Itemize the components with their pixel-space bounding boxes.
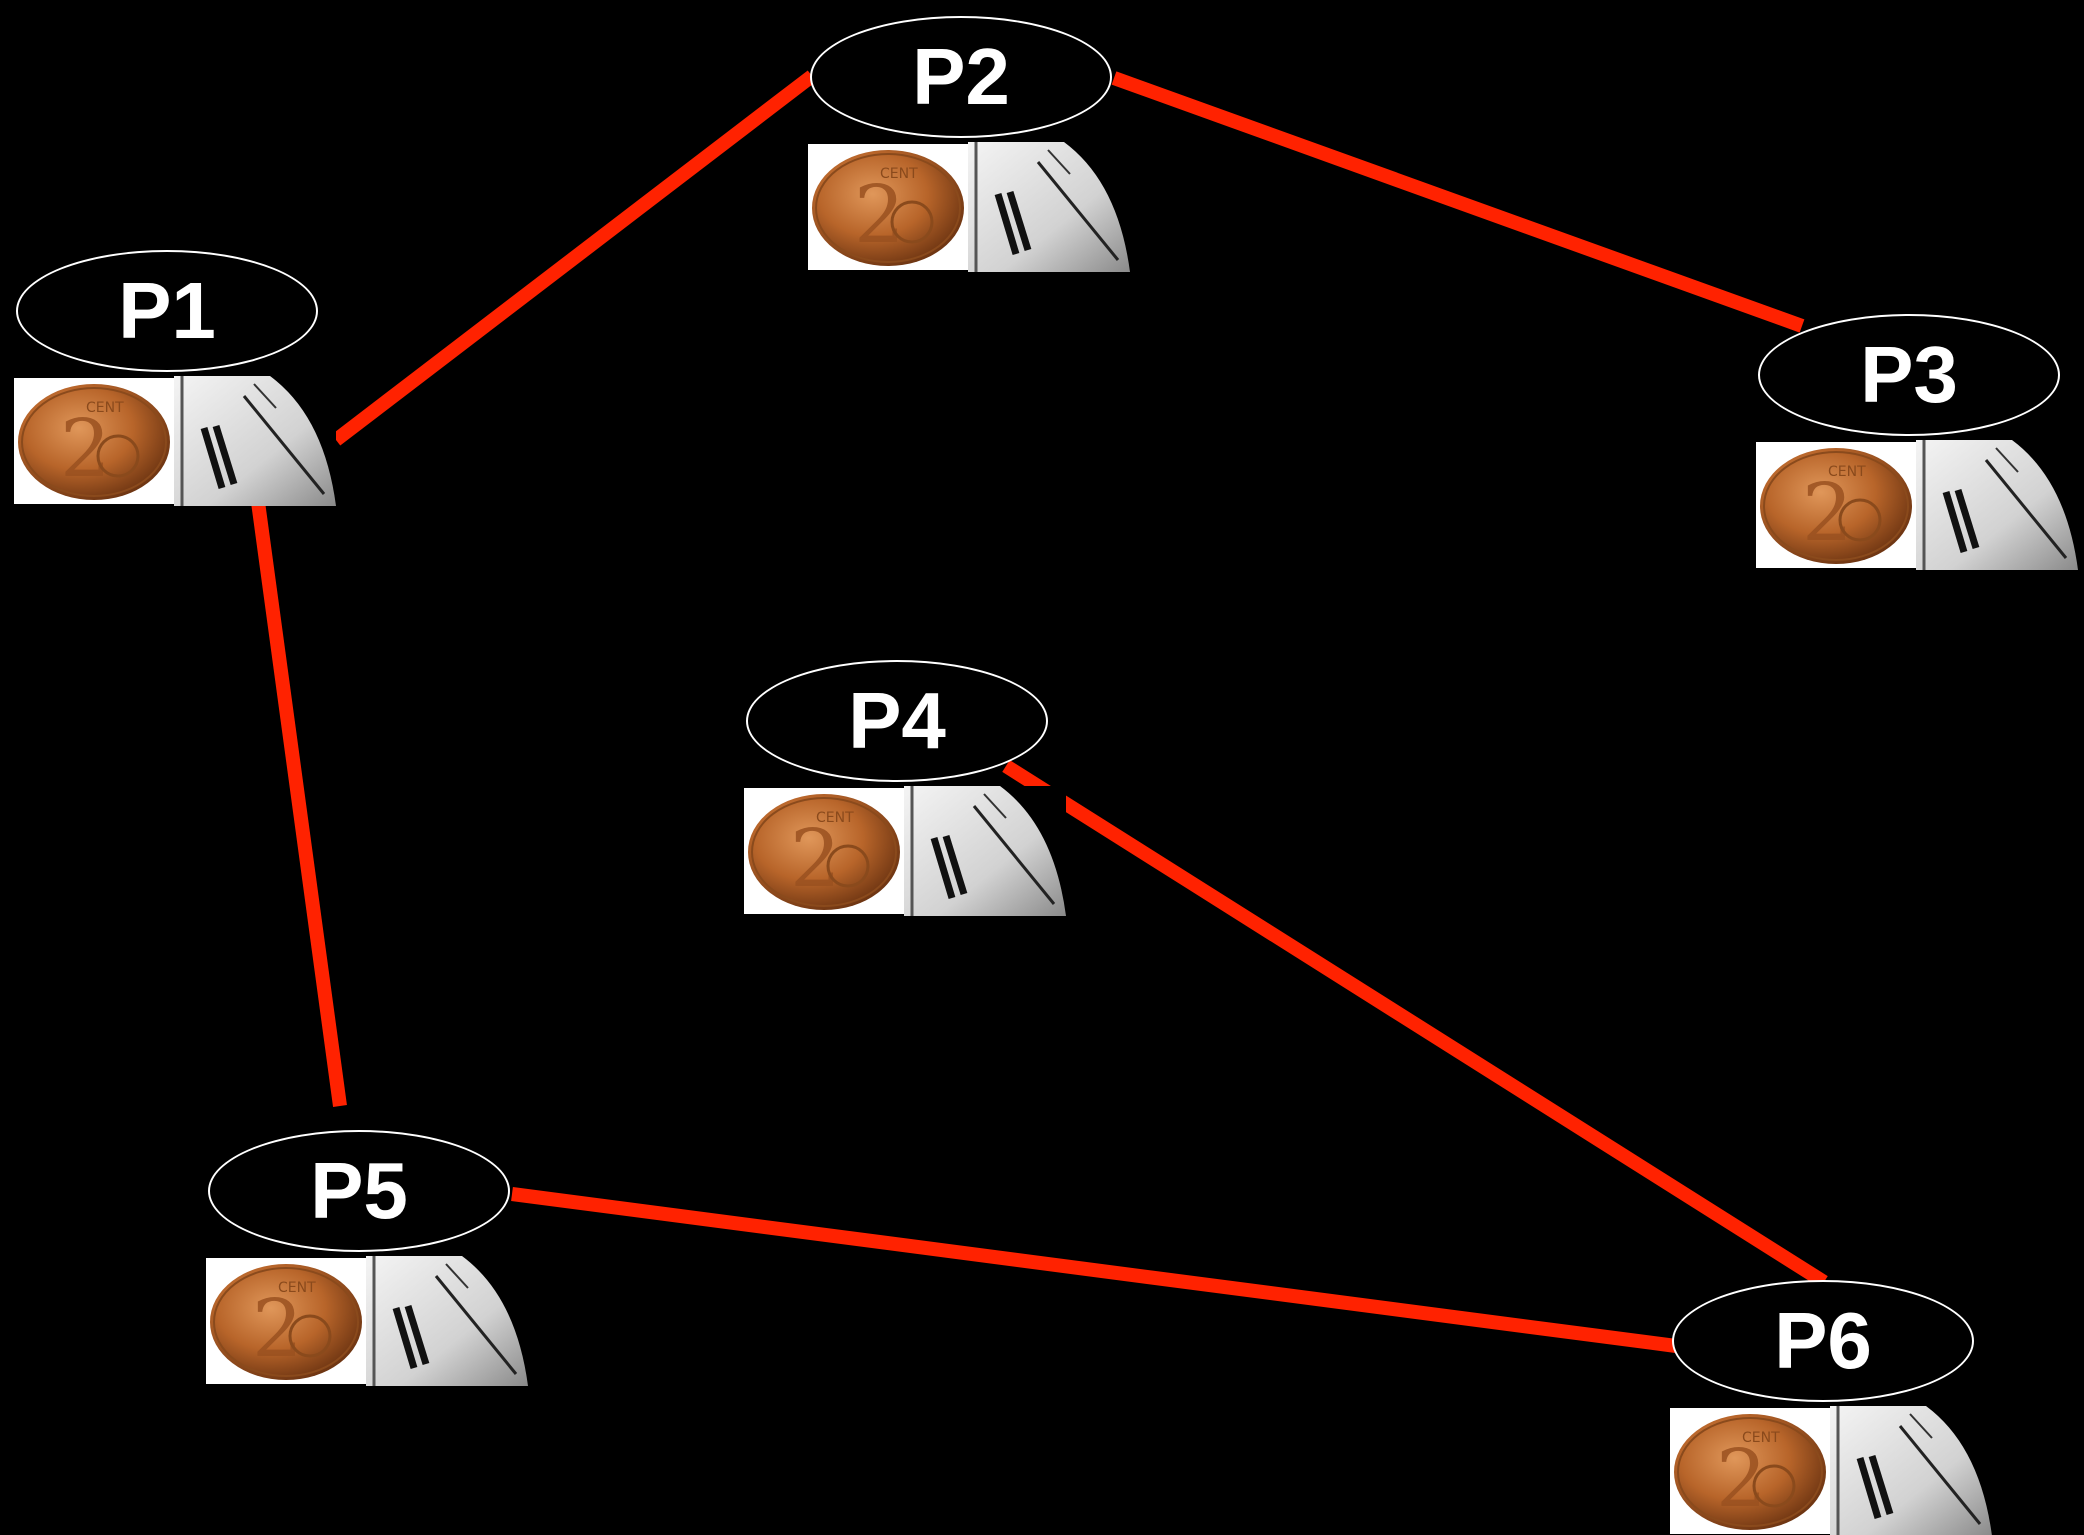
node-p5: P5 [208, 1130, 510, 1252]
clock-icon [968, 142, 1130, 272]
node-p2-label: P2 [912, 32, 1010, 121]
edge-p5-p6 [511, 1187, 1677, 1353]
node-p5-icons [206, 1256, 532, 1386]
node-p6-label: P6 [1774, 1296, 1872, 1385]
clock-icon [174, 376, 336, 506]
node-p4-label: P4 [848, 676, 946, 765]
clock-icon [1830, 1406, 1992, 1535]
node-p4: P4 [746, 660, 1048, 782]
node-p1-label: P1 [118, 266, 216, 355]
coin-icon [808, 144, 968, 270]
edge-p1-p5 [251, 501, 347, 1107]
clock-icon [366, 1256, 528, 1386]
edge-p2-p3 [1111, 71, 1805, 333]
node-p2-ellipse: P2 [810, 16, 1112, 138]
node-p5-label: P5 [310, 1146, 408, 1235]
clock-icon [1916, 440, 2078, 570]
node-p1-icons [14, 376, 340, 506]
edge-p4-p6 [1002, 760, 1828, 1288]
coin-icon [1670, 1408, 1830, 1534]
node-p4-icons [744, 786, 1070, 916]
coin-icon [744, 788, 904, 914]
node-p6-ellipse: P6 [1672, 1280, 1974, 1402]
node-p2: P2 [810, 16, 1112, 138]
node-p6-icons [1670, 1406, 1996, 1535]
node-p1-ellipse: P1 [16, 250, 318, 372]
node-p2-icons [808, 142, 1134, 272]
node-p3: P3 [1758, 314, 2060, 436]
coin-icon [1756, 442, 1916, 568]
node-p3-icons [1756, 440, 2082, 570]
coin-icon [206, 1258, 366, 1384]
node-p4-ellipse: P4 [746, 660, 1048, 782]
clock-icon [904, 786, 1066, 916]
coin-icon [14, 378, 174, 504]
node-p3-label: P3 [1860, 330, 1958, 419]
node-p1: P1 [16, 250, 318, 372]
node-p3-ellipse: P3 [1758, 314, 2060, 436]
node-p6: P6 [1672, 1280, 1974, 1402]
node-p5-ellipse: P5 [208, 1130, 510, 1252]
edge-p1-p2 [331, 70, 817, 446]
